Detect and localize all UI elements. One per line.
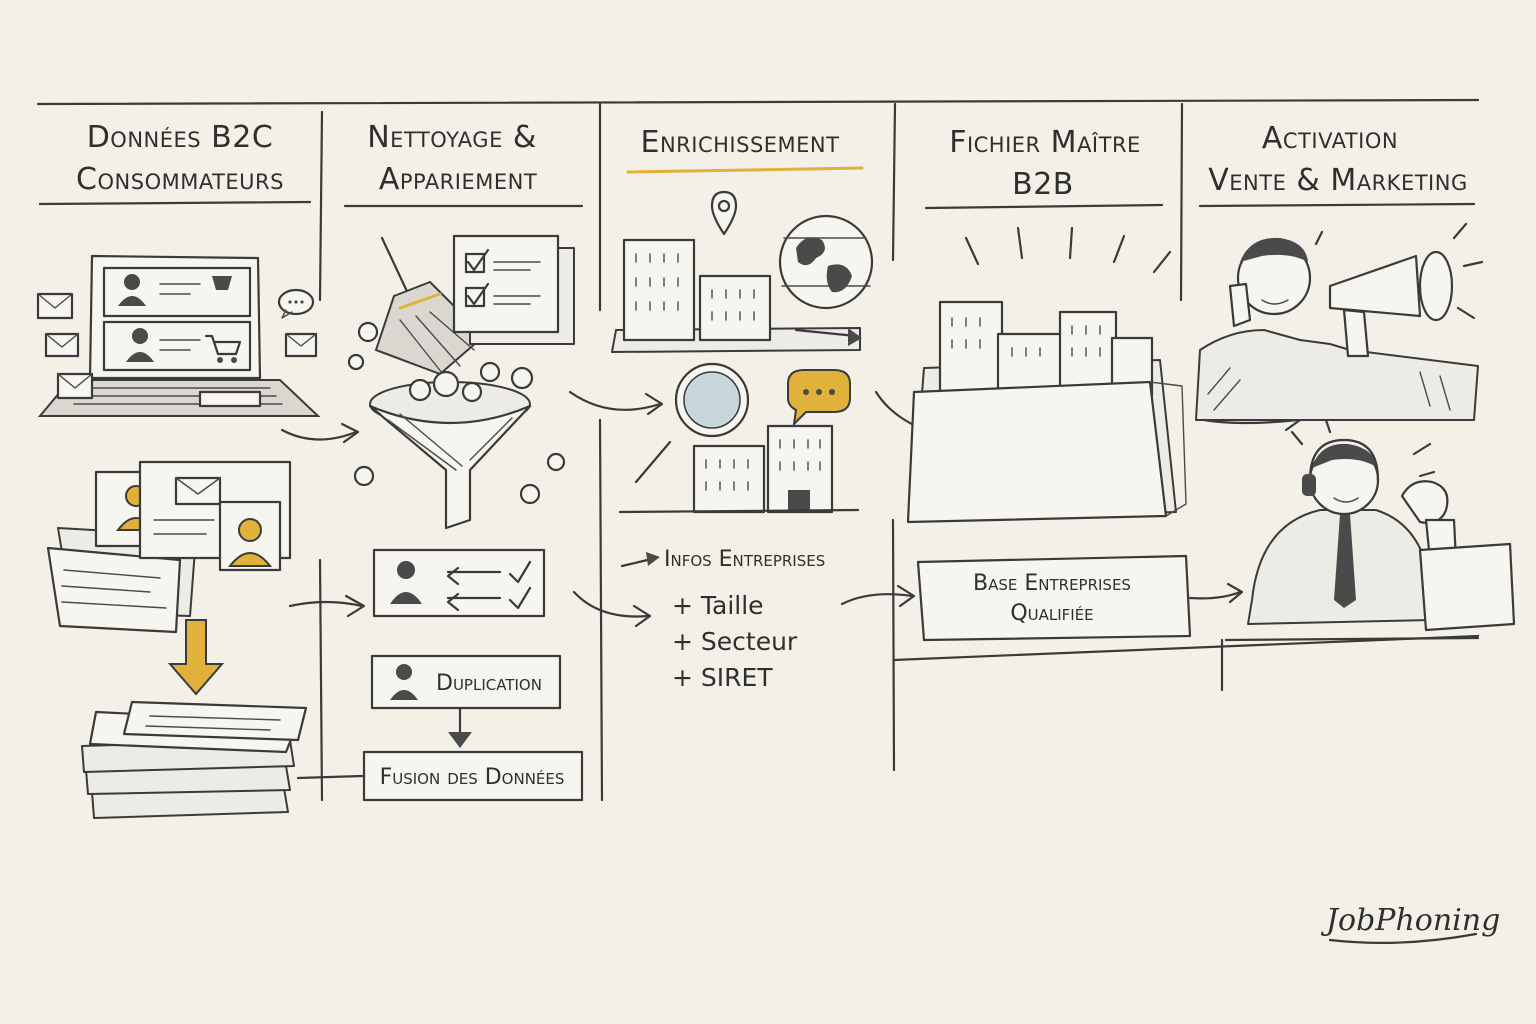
brand-logo: JobPhoning xyxy=(1320,903,1500,938)
fusion-label: Fusion des Données xyxy=(380,765,565,790)
siret-label: + SIRET xyxy=(672,663,773,692)
city-map-icon xyxy=(611,190,861,353)
magnifier-icon xyxy=(634,362,750,484)
speech-bubble-icon xyxy=(787,369,851,427)
column-header-1: Données B2C Consommateurs xyxy=(38,120,312,206)
burst-lines xyxy=(964,226,1172,274)
secteur-label: + Secteur xyxy=(672,627,798,656)
column-title-line1: Fichier Maître xyxy=(949,125,1141,160)
flow-arrows-col1 xyxy=(280,422,366,780)
salesman-megaphone-illustration xyxy=(1195,222,1484,421)
column-title-line1: Enrichissement xyxy=(641,125,840,160)
column-title-line2: Appariement xyxy=(379,162,537,197)
column-title-line2: Consommateurs xyxy=(76,162,284,197)
base-box: Base Entreprises Qualifiée xyxy=(916,554,1192,642)
base-label-line1: Base Entreprises xyxy=(973,571,1131,596)
duplication-label: Duplication xyxy=(436,671,542,696)
funnel-icon xyxy=(347,321,566,530)
checklist-icon xyxy=(452,234,575,345)
globe-icon xyxy=(778,214,874,346)
base-label-line2: Qualifiée xyxy=(1010,601,1093,626)
column-header-2: Nettoyage & Appariement xyxy=(343,120,584,208)
column-title-line1: Nettoyage & xyxy=(367,120,537,155)
brand-underline xyxy=(1328,932,1478,944)
broom-icon xyxy=(374,236,486,379)
envelope-icons xyxy=(36,288,318,400)
agent-headset-illustration xyxy=(1224,418,1516,642)
matching-box xyxy=(372,548,546,618)
fusion-box: Fusion des Données xyxy=(362,750,584,802)
flow-arrows-col2 xyxy=(568,390,664,628)
taille-label: + Taille xyxy=(672,591,764,620)
column-header-4: Fichier Maître B2B xyxy=(924,125,1164,210)
infos-label: Infos Entreprises xyxy=(664,547,825,572)
column-title-line2: B2B xyxy=(1012,167,1074,202)
document-stack-icon xyxy=(81,700,308,819)
buildings-icon xyxy=(618,424,860,514)
column-title-line1: Activation xyxy=(1262,121,1398,156)
down-arrow-icon xyxy=(167,619,225,696)
column-title-line1: Données B2C xyxy=(87,120,274,155)
duplication-box: Duplication xyxy=(370,654,562,710)
contact-cards-icon xyxy=(46,460,292,634)
enrichment-info: Infos Entreprises + Taille + Secteur + S… xyxy=(620,547,825,692)
laptop-icon xyxy=(37,254,321,417)
column-title-line2: Vente & Marketing xyxy=(1208,163,1467,198)
column-header-3: Enrichissement xyxy=(626,125,864,174)
merge-arrow-icon xyxy=(448,706,472,748)
folder-icon xyxy=(906,300,1187,524)
column-header-5: Activation Vente & Marketing xyxy=(1198,121,1476,208)
